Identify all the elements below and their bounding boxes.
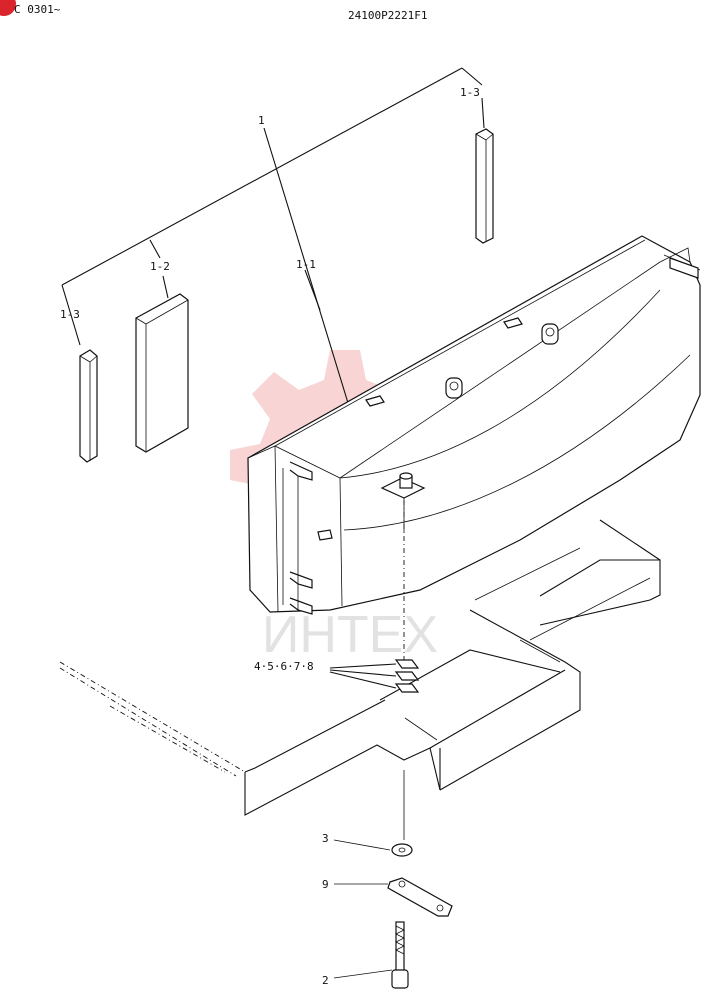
part-9-plate [334, 877, 453, 917]
callout-4-8: 4·5·6·7·8 [254, 660, 314, 673]
callout-1-3-left: 1-3 [60, 308, 80, 321]
serial-range: C 0301~ [14, 3, 61, 16]
lifting-eyes [317, 317, 559, 541]
side-brackets [282, 461, 313, 615]
callout-1: 1 [258, 114, 265, 127]
part-1-2-plate [135, 293, 189, 453]
part-1-3-left [79, 349, 98, 463]
callout-9: 9 [322, 878, 329, 891]
watermark-text: ИНТЕХ [262, 606, 438, 664]
callout-2: 2 [322, 974, 329, 987]
callout-1-2: 1-2 [150, 260, 170, 273]
part-1-3-top [475, 128, 494, 244]
shims-4-8 [329, 659, 420, 693]
part-2-bolt [333, 921, 409, 989]
header-badge [0, 0, 16, 16]
part-1-1-counterweight [247, 235, 701, 613]
mount-pin [380, 472, 426, 840]
drawing-number: 24100P2221F1 [348, 9, 427, 22]
callout-1-3-top: 1-3 [460, 86, 480, 99]
callout-3: 3 [322, 832, 329, 845]
callout-1-1: 1-1 [296, 258, 316, 271]
leader-lines [61, 67, 485, 404]
chassis-frame [59, 519, 661, 816]
part-3-washer [333, 839, 413, 857]
